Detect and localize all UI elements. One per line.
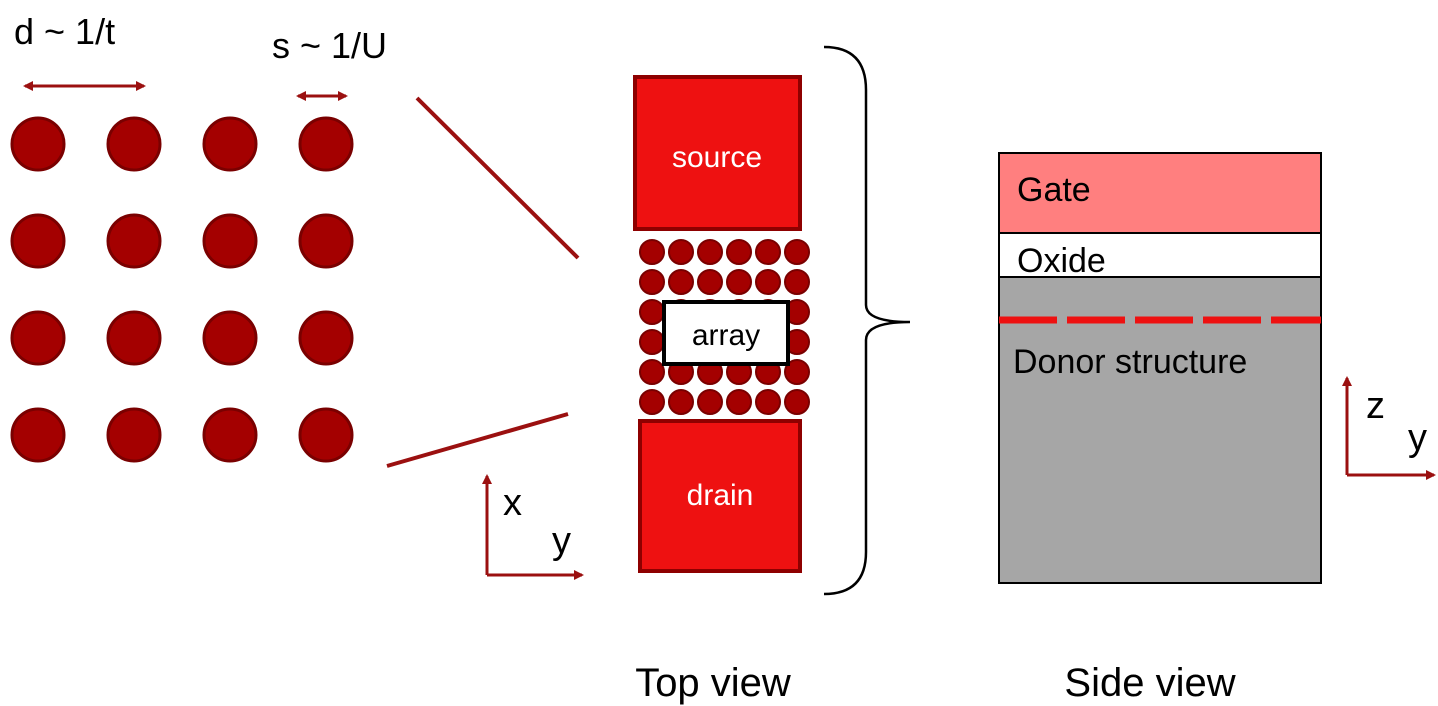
array-dot	[726, 239, 752, 265]
array-dot	[668, 239, 694, 265]
zoom-line-upper	[415, 96, 580, 260]
oxide-layer	[998, 232, 1322, 278]
hopping-distance-label: d ~ 1/t	[14, 11, 115, 52]
array-dot	[639, 359, 665, 385]
lattice-dot	[106, 310, 162, 366]
drain-electrode	[638, 419, 802, 573]
lattice-dot	[298, 310, 354, 366]
array-dot	[697, 239, 723, 265]
array-dot	[784, 239, 810, 265]
array-label-box	[662, 300, 790, 366]
zoom-line-lower	[386, 412, 569, 468]
lattice-dot	[106, 407, 162, 463]
lattice-dot	[298, 213, 354, 269]
side-view-caption: Side view	[1064, 661, 1235, 705]
array-dot	[755, 269, 781, 295]
array-dot	[784, 269, 810, 295]
source-electrode	[633, 75, 802, 231]
array-dot	[639, 389, 665, 415]
array-dot	[639, 299, 665, 325]
array-dot	[697, 389, 723, 415]
lattice-dot	[10, 310, 66, 366]
side-view-axes: z y	[1342, 376, 1436, 480]
quantum-dot-lattice	[10, 116, 354, 463]
array-dot	[639, 239, 665, 265]
donor-structure-label: Donor structure	[1013, 343, 1247, 381]
lattice-dot	[202, 310, 258, 366]
array-dot	[755, 239, 781, 265]
side-axis-z-label: z	[1366, 385, 1385, 427]
oxide-label: Oxide	[1017, 242, 1106, 280]
array-dot	[784, 359, 810, 385]
lattice-dot	[10, 213, 66, 269]
array-dot	[639, 269, 665, 295]
array-dot	[668, 389, 694, 415]
array-dot	[668, 269, 694, 295]
substrate-layer	[998, 276, 1322, 584]
drain-label: drain	[687, 479, 754, 512]
lattice-dot	[10, 407, 66, 463]
lattice-dot	[202, 407, 258, 463]
lattice-dot	[298, 116, 354, 172]
array-dot	[784, 389, 810, 415]
lattice-dot	[106, 116, 162, 172]
array-dot	[755, 389, 781, 415]
lattice-dot	[202, 213, 258, 269]
lattice-dot	[106, 213, 162, 269]
lattice-dot	[202, 116, 258, 172]
side-axis-y-label: y	[1408, 417, 1427, 459]
lattice-dot	[298, 407, 354, 463]
array-dot	[726, 389, 752, 415]
array-dot	[639, 329, 665, 355]
top-view-device: source array drain	[633, 75, 810, 573]
bracket	[823, 45, 911, 596]
top-view-axes: x y	[482, 474, 584, 580]
array-label: array	[692, 319, 760, 352]
gate-label: Gate	[1017, 171, 1091, 209]
side-view-stack: Gate Oxide Donor structure	[998, 152, 1322, 584]
top-axis-x-label: x	[503, 482, 522, 524]
lattice-dot	[10, 116, 66, 172]
top-view-caption: Top view	[635, 661, 791, 705]
array-dot	[726, 269, 752, 295]
array-dot	[697, 269, 723, 295]
source-label: source	[672, 141, 762, 174]
dot-size-label: s ~ 1/U	[272, 25, 387, 66]
top-axis-y-label: y	[552, 520, 571, 562]
